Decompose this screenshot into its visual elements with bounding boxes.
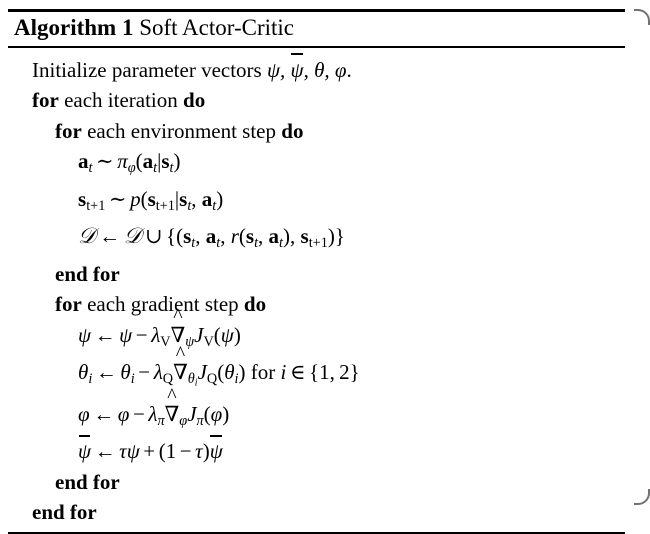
page-corner-top-right xyxy=(634,9,650,25)
equation-sample-action: at∼πφ(at|st) xyxy=(78,149,181,177)
algorithm-name: Soft Actor-Critic xyxy=(139,15,294,40)
equation-update-theta: θi←θi−λQ∇θiJQ(θi) xyxy=(78,360,246,388)
keyword-end-for: end for xyxy=(55,469,120,494)
equation-sample-next-state: st+1∼p(st+1|st, at) xyxy=(78,186,224,214)
initialize-text: Initialize parameter vectors xyxy=(32,57,262,82)
line-sample-action: at∼πφ(at|st) xyxy=(0,146,650,183)
line-update-psi: ψ←ψ−λV∇ψJV(ψ) xyxy=(0,320,650,357)
algorithm-box: Algorithm 1 Soft Actor-Critic Initialize… xyxy=(0,9,650,534)
line-update-theta: θi←θi−λQ∇θiJQ(θi) for i∈{1, 2} xyxy=(0,357,650,399)
keyword-do: do xyxy=(281,118,304,143)
keyword-end-for: end for xyxy=(32,500,97,525)
keyword-do: do xyxy=(243,292,267,317)
text-for-i: for xyxy=(245,360,281,385)
keyword-for: for xyxy=(55,292,82,317)
algorithm-body: Initialize parameter vectors ψ, ψ, θ, φ.… xyxy=(0,48,650,528)
line-update-replay-buffer: 𝒟←𝒟∪{(st, at, r(st, at), st+1)} xyxy=(0,221,650,258)
algorithm-title-rule xyxy=(8,46,625,48)
equation-update-psi: ψ←ψ−λV∇ψJV(ψ) xyxy=(78,323,241,350)
text-each-iteration: each iteration xyxy=(64,88,178,113)
algorithm-bottom-rule xyxy=(8,531,625,534)
line-end-for-gradient-step: end for xyxy=(0,467,650,498)
line-initialize: Initialize parameter vectors ψ, ψ, θ, φ. xyxy=(0,53,650,86)
line-end-for-environment-step: end for xyxy=(0,259,650,290)
line-for-each-iteration: for each iteration do xyxy=(0,85,650,116)
line-update-target-psi: ψ←τψ+(1−τ)ψ xyxy=(0,435,650,467)
keyword-end-for: end for xyxy=(55,261,120,286)
equation-update-target-psi: ψ←τψ+(1−τ)ψ xyxy=(78,435,223,463)
algorithm-top-rule xyxy=(8,9,625,12)
line-sample-next-state: st+1∼p(st+1|st, at) xyxy=(0,184,650,221)
line-for-each-environment-step: for each environment step do xyxy=(0,116,650,147)
text-each-gradient-step: each gradient step xyxy=(87,292,239,317)
equation-update-replay-buffer: 𝒟←𝒟∪{(st, at, r(st, at), st+1)} xyxy=(78,224,345,252)
algorithm-title: Algorithm 1 Soft Actor-Critic xyxy=(0,12,650,46)
initialize-symbols: ψ, ψ, θ, φ. xyxy=(267,53,352,82)
line-end-for-iteration: end for xyxy=(0,497,650,528)
keyword-do: do xyxy=(183,88,206,113)
line-update-phi: φ←φ−λπ∇φJπ(φ) xyxy=(0,399,650,436)
equation-index-range: i∈{1, 2} xyxy=(280,360,360,385)
keyword-for: for xyxy=(55,118,82,143)
line-for-each-gradient-step: for each gradient step do xyxy=(0,289,650,320)
keyword-for: for xyxy=(32,88,59,113)
algorithm-label: Algorithm 1 xyxy=(14,15,134,40)
equation-update-phi: φ←φ−λπ∇φJπ(φ) xyxy=(78,402,229,429)
text-each-environment-step: each environment step xyxy=(87,118,277,143)
